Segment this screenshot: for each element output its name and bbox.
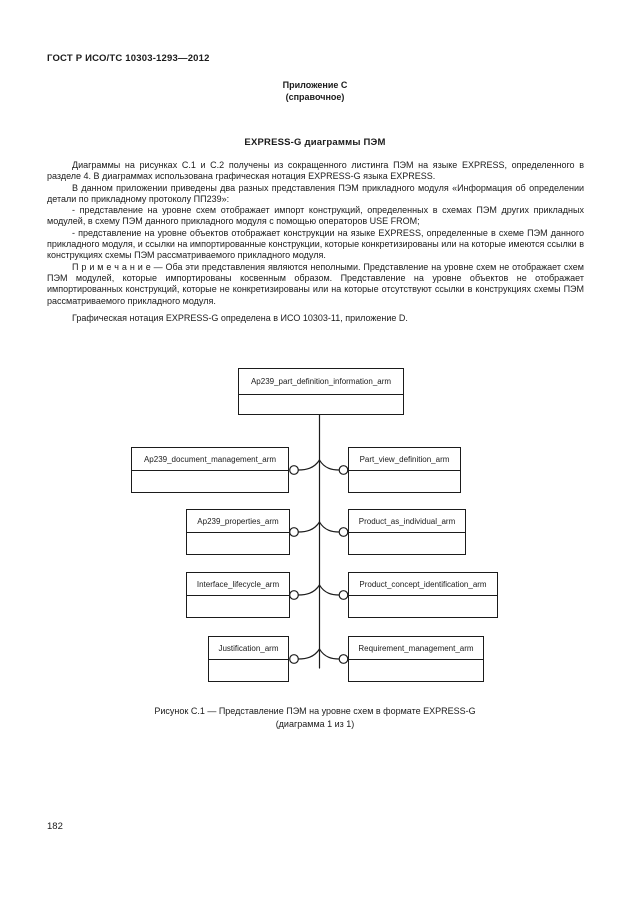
schema-box-interface-lifecycle-arm: Interface_lifecycle_arm: [186, 572, 290, 618]
paragraph-schema-level-bullet: - представление на уровне схем отображае…: [47, 205, 584, 227]
schema-box-label: Requirement_management_arm: [349, 637, 483, 660]
schema-box-label: Part_view_definition_arm: [349, 448, 460, 471]
figure-caption-line2: (диаграмма 1 из 1): [275, 718, 355, 729]
paragraph-entity-level-bullet: - представление на уровне объектов отобр…: [47, 227, 584, 261]
schema-box-justification-arm: Justification_arm: [208, 636, 289, 682]
schema-box-label: Ap239_document_management_arm: [132, 448, 288, 471]
appendix-kind: (справочное): [285, 92, 345, 102]
schema-box-ap239-properties-arm: Ap239_properties_arm: [186, 509, 290, 555]
body-text: Диаграммы на рисунках С.1 и С.2 получены…: [47, 160, 584, 324]
paragraph-intro: Диаграммы на рисунках С.1 и С.2 получены…: [47, 160, 584, 182]
schema-box-label: Ap239_properties_arm: [187, 510, 289, 533]
figure-caption: Рисунок С.1 — Представление ПЭМ на уровн…: [0, 705, 630, 730]
appendix-name: Приложение С: [282, 80, 348, 90]
schema-box-label: Ap239_part_definition_information_arm: [239, 369, 403, 395]
schema-box-label: Interface_lifecycle_arm: [187, 573, 289, 596]
appendix-heading: Приложение С (справочное): [0, 79, 630, 103]
paragraph-module-description: В данном приложении приведены два разных…: [47, 182, 584, 204]
paragraph-note: П р и м е ч а н и е — Оба эти представле…: [47, 261, 584, 306]
schema-box-label: Product_concept_identification_arm: [349, 573, 497, 596]
section-title: EXPRESS-G диаграммы ПЭМ: [244, 137, 386, 148]
figure-caption-line1: Рисунок С.1 — Представление ПЭМ на уровн…: [154, 706, 476, 716]
schema-box-part-view-definition-arm: Part_view_definition_arm: [348, 447, 461, 493]
paragraph-notation-reference: Графическая нотация EXPRESS-G определена…: [72, 312, 408, 323]
schema-box-label: Justification_arm: [209, 637, 288, 660]
schema-box-product-as-individual-arm: Product_as_individual_arm: [348, 509, 466, 555]
page-number: 182: [47, 821, 63, 832]
document-header: ГОСТ Р ИСО/ТС 10303-1293—2012: [47, 53, 210, 64]
schema-box-label: Product_as_individual_arm: [349, 510, 465, 533]
schema-box-requirement-management-arm: Requirement_management_arm: [348, 636, 484, 682]
schema-box-ap239-part-definition-information-arm: Ap239_part_definition_information_arm: [238, 368, 404, 415]
schema-box-product-concept-identification-arm: Product_concept_identification_arm: [348, 572, 498, 618]
schema-box-ap239-document-management-arm: Ap239_document_management_arm: [131, 447, 289, 493]
